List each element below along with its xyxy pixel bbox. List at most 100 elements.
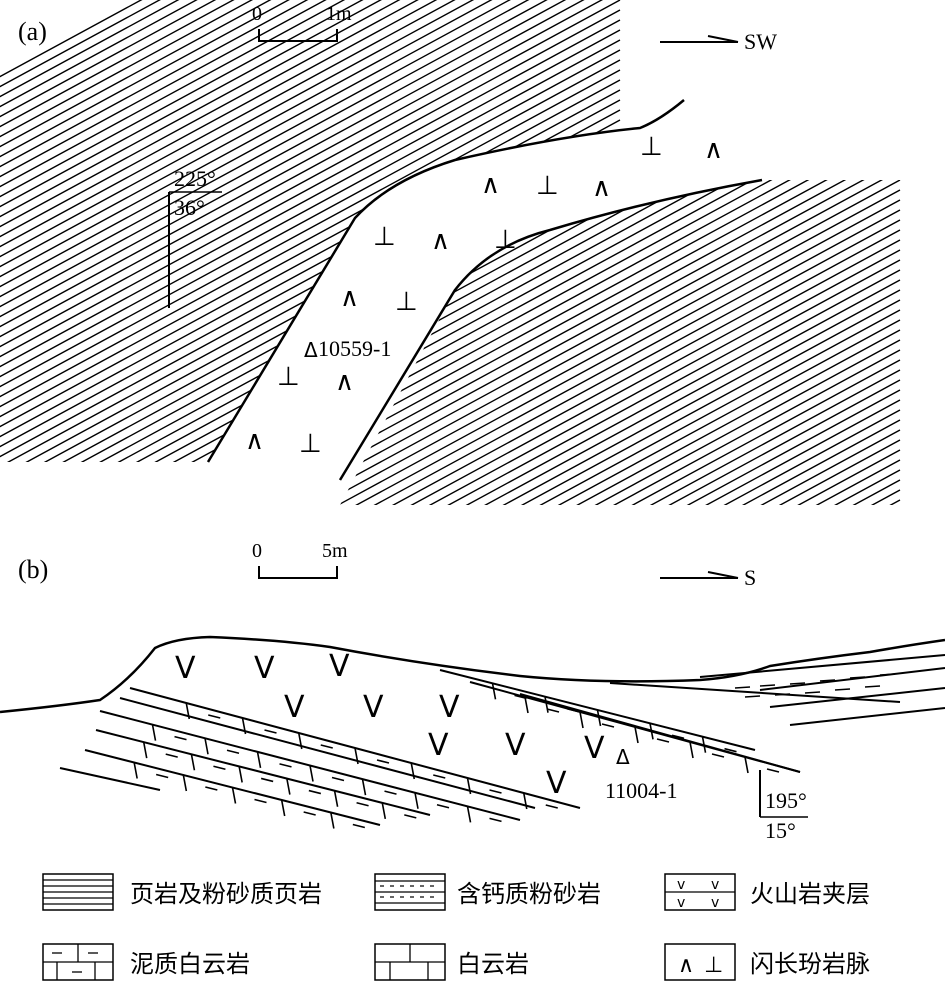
shale-hatch-line: [340, 180, 901, 431]
panel-a-upper-contact: [206, 99, 685, 463]
panel-b-scale-bar: 0 5m: [252, 540, 348, 579]
panel-b-topography: [0, 635, 945, 714]
brick-tick: [297, 732, 303, 750]
brick-tick: [286, 778, 291, 795]
perp-symbol: ⊥: [536, 171, 559, 201]
panel-b-attitude: 195° 15°: [759, 770, 808, 843]
shale-hatch-line: [340, 180, 901, 461]
brick-tick: [414, 792, 419, 809]
shale-hatch-line: [340, 329, 901, 505]
brick-tick: [524, 696, 529, 714]
shale-hatch-line: [0, 339, 621, 462]
shale-hatch-line: [340, 299, 901, 505]
shale-hatch-line: [340, 319, 901, 505]
panel-b-dip-angle: 15°: [765, 818, 796, 843]
shale-hatch-line: [0, 0, 621, 271]
panel-a-attitude: 225° 36°: [168, 166, 222, 308]
shale-hatch-line: [0, 0, 621, 341]
lambda-symbol: ∧: [704, 135, 723, 165]
mud-dash: [489, 817, 502, 823]
shale-hatch-line: [0, 49, 621, 431]
shale-hatch-line: [340, 419, 901, 505]
shale-hatch-line: [0, 69, 621, 451]
brick-tick: [361, 778, 367, 796]
shale-hatch-line: [340, 180, 901, 505]
brick-tick: [333, 790, 339, 807]
shale-hatch-line: [0, 0, 621, 151]
legend-item-diorite-porphyrite: ∧ ⊥ 闪长玢岩脉: [664, 943, 870, 981]
panel-a-sample-label: 10559-1: [318, 336, 391, 361]
mud-dash: [264, 729, 277, 734]
shale-hatch-line: [340, 339, 901, 505]
brick-tick: [410, 762, 416, 780]
shale-hatch-line: [340, 180, 901, 505]
perp-symbol: ⊥: [494, 225, 517, 255]
shale-hatch-line: [0, 0, 621, 311]
brick-tick: [280, 799, 286, 817]
shale-hatch-line: [340, 349, 901, 505]
shale-hatch-line: [0, 0, 621, 251]
sample-triangle-icon: Δ: [616, 745, 630, 769]
brick-tick: [185, 702, 191, 720]
shale-hatch-line: [0, 79, 621, 461]
brick-tick: [689, 741, 694, 759]
lambda-symbol: ∧: [481, 170, 500, 200]
sample-triangle-icon: Δ: [304, 338, 318, 362]
svg-text:v: v: [711, 895, 719, 911]
mud-dash: [308, 789, 322, 795]
panel-b-siltstone-dashes: [734, 673, 896, 698]
legend-label: 火山岩夹层: [750, 880, 870, 908]
mud-dash: [320, 744, 333, 749]
legend-item-dolomite: 白云岩: [374, 943, 529, 981]
shale-hatch-line: [340, 309, 901, 505]
shale-hatch-line: [340, 379, 901, 505]
shale-hatch-line: [0, 419, 621, 462]
shale-hatch-line: [0, 0, 621, 351]
perp-symbol: ⊥: [395, 287, 418, 317]
legend-label: 含钙质粉砂岩: [457, 880, 601, 908]
panel-b-dip-direction: 195°: [765, 788, 807, 813]
mud-dash: [656, 738, 670, 743]
shale-hatch-line: [200, 540, 900, 920]
shale-hatch-line: [0, 0, 621, 361]
panel-b-dolomite-bricks: [133, 683, 780, 829]
legend-label: 泥质白云岩: [130, 950, 250, 978]
brick-tick: [491, 683, 497, 700]
mud-dash: [546, 708, 560, 713]
shale-hatch-line: [340, 180, 901, 441]
mud-dash: [711, 753, 725, 758]
volcanic-v-symbol: V: [505, 728, 526, 763]
volcanic-v-symbol: V: [175, 651, 196, 686]
shale-hatch-line: [340, 199, 901, 505]
shale-hatch-line: [0, 0, 621, 321]
shale-hatch-line: [0, 199, 621, 462]
mud-dash: [766, 768, 780, 773]
volcanic-v-symbol: V: [363, 690, 384, 725]
shale-hatch-line: [340, 389, 901, 505]
shale-hatch-line: [0, 0, 621, 131]
shale-hatch-line: [340, 289, 901, 505]
brick-tick: [596, 709, 602, 727]
perp-symbol: ⊥: [277, 362, 300, 392]
shale-hatch-line: [0, 19, 621, 401]
shale-hatch-line: [0, 0, 621, 301]
brick-tick: [579, 711, 584, 729]
mud-dash: [303, 811, 316, 816]
lambda-symbol: ∧: [340, 283, 359, 313]
shale-hatch-line: [0, 0, 621, 241]
shale-hatch-line: [0, 0, 621, 221]
shale-hatch-line: [340, 209, 901, 505]
mud-dash: [155, 773, 169, 779]
mud-dash: [279, 763, 292, 768]
panel-a-dike-symbols: ⊥ ∧ ∧ ⊥ ∧ ⊥ ∧ ⊥ ∧ ⊥ ⊥ ∧ ∧ ⊥: [245, 132, 723, 459]
shale-hatch-line: [340, 439, 901, 505]
mud-dash: [356, 801, 369, 807]
brick-tick: [701, 736, 707, 753]
volcanic-v-symbol: V: [428, 728, 449, 763]
perp-symbol: ⊥: [704, 953, 723, 978]
shale-hatch-line: [0, 0, 621, 261]
shale-hatch-line: [0, 189, 621, 462]
shale-hatch-line: [340, 180, 901, 505]
mud-dash: [404, 814, 417, 819]
legend-item-shale: 页岩及粉砂质页岩: [42, 873, 322, 911]
